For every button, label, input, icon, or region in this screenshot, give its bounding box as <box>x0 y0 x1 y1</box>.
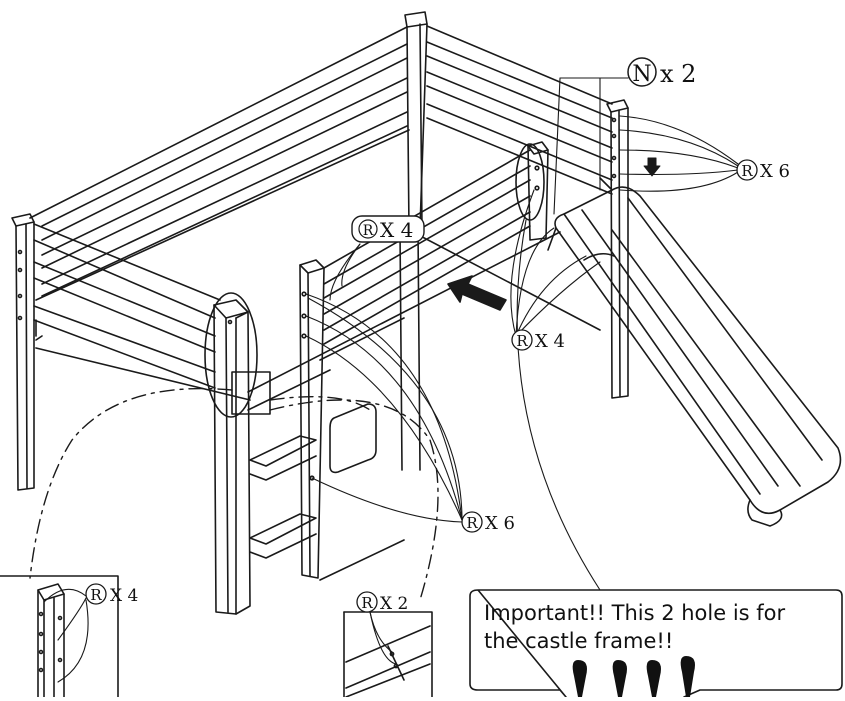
slide-post <box>527 141 549 241</box>
detail-inset-left <box>0 575 119 698</box>
detail-box-marker <box>231 371 271 415</box>
callout-r-qty: X 6 <box>760 161 790 182</box>
front-long-rails <box>323 149 531 345</box>
bed-frame <box>35 129 601 411</box>
callout-r-right-top: R X 6 <box>736 159 790 182</box>
slide <box>547 177 842 527</box>
callout-n-qty: x 2 <box>660 60 696 88</box>
note-box <box>469 589 843 698</box>
callout-r-letter: R <box>363 223 374 239</box>
callout-r-letter: R <box>90 586 102 604</box>
callout-r-qty: X 4 <box>535 331 565 352</box>
callout-r-slide: R X 4 <box>511 329 565 352</box>
castle-window <box>319 317 405 581</box>
direction-arrow <box>447 275 507 311</box>
detail-inset-mid <box>343 611 433 698</box>
callout-r-qty: X 2 <box>380 594 408 614</box>
note-line-1: Important!! This 2 hole is for <box>484 601 786 625</box>
left-end-rails <box>33 223 221 389</box>
back-end-rails <box>426 25 613 195</box>
highlight-ellipse-slide <box>515 143 545 221</box>
front-mid-post <box>213 299 251 615</box>
callout-r-qty: X 4 <box>380 218 413 242</box>
callout-r-letter: R <box>741 162 753 180</box>
callout-r-letter: R <box>516 332 528 350</box>
dashed-detail-lines <box>29 387 439 601</box>
front-left-post <box>11 213 35 491</box>
callout-r-letter: R <box>361 594 373 612</box>
callout-r-letter: R <box>466 514 478 532</box>
callout-r-ladder: R X 6 <box>461 511 515 534</box>
hole-markers <box>572 656 695 697</box>
callout-r-mid: R X 4 <box>351 215 425 243</box>
callout-n-letter: N <box>632 62 651 87</box>
leader-lines <box>305 77 739 591</box>
callout-r-detail-mid: R X 2 <box>356 591 408 614</box>
note-line-2: the castle frame!! <box>484 629 673 653</box>
callout-r-qty: X 4 <box>110 586 138 606</box>
back-long-rails <box>29 26 408 297</box>
callout-r-detail-left: R X 4 <box>85 583 138 606</box>
ladder-rungs <box>249 435 317 559</box>
callout-r-qty: X 6 <box>485 513 515 534</box>
back-legs <box>399 227 421 471</box>
callout-n-top: N x 2 <box>627 57 696 88</box>
ladder-post <box>299 259 325 579</box>
highlight-ellipse-left <box>204 292 258 418</box>
small-down-arrow <box>643 157 661 177</box>
back-post <box>404 11 428 231</box>
